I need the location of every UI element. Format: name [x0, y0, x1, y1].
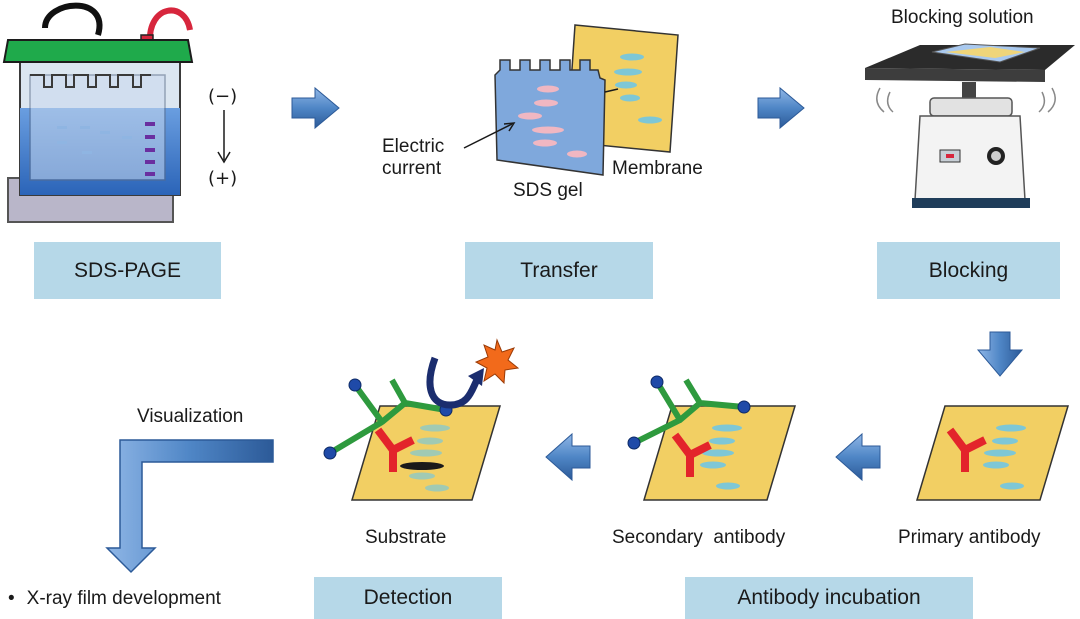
secondary-antibody-label: Secondary antibody: [612, 527, 786, 548]
primary-antibody-membrane-icon: [915, 405, 1070, 501]
sds-gel-icon: [494, 59, 606, 176]
flow-arrow-down-icon: [976, 331, 1024, 377]
electric-current-label: Electric current: [382, 136, 445, 179]
flow-arrow-right-icon: [757, 86, 805, 130]
primary-antibody-label: Primary antibody: [898, 527, 1041, 548]
substrate-reaction-arrow-icon: [426, 356, 484, 409]
electrophoresis-tank-icon: [2, 2, 194, 223]
sds-gel-label: SDS gel: [513, 180, 583, 201]
substrate-label: Substrate: [365, 527, 447, 548]
membrane-label: Membrane: [612, 158, 703, 179]
stage-detection: Detection: [314, 577, 502, 619]
stage-blocking: Blocking: [877, 242, 1060, 299]
signal-star-icon: [474, 338, 520, 385]
flow-arrow-right-icon: [291, 86, 340, 130]
electric-current-pointer-icon: [463, 88, 619, 149]
stage-antibody-incubation: Antibody incubation: [685, 577, 973, 619]
visualization-methods-list: X-ray film development: [8, 588, 221, 610]
stage-sds-page: SDS-PAGE: [34, 242, 221, 299]
positive-electrode-label: (+): [208, 168, 238, 189]
visualization-method-item: X-ray film development: [8, 588, 221, 610]
polarity-arrow-icon: [217, 110, 231, 164]
stage-transfer: Transfer: [465, 242, 653, 299]
visualization-elbow-arrow-icon: [105, 439, 274, 574]
blocking-solution-label: Blocking solution: [891, 7, 1034, 28]
secondary-antibody-membrane-icon: [627, 375, 797, 501]
negative-electrode-label: (−): [208, 86, 238, 107]
shaker-icon: [865, 43, 1075, 208]
substrate-membrane-icon: [323, 378, 502, 501]
flow-arrow-left-icon: [545, 432, 591, 482]
flow-arrow-left-icon: [835, 432, 881, 482]
visualization-label: Visualization: [137, 406, 244, 427]
